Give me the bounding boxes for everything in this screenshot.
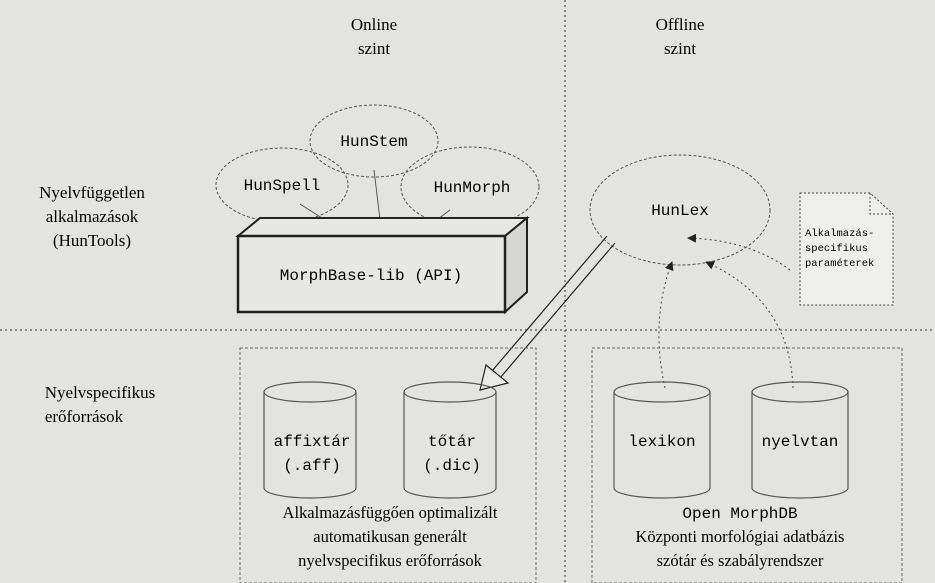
generated-caption-3: nyelvspecifikus erőforrások	[298, 551, 482, 570]
online-level-label-2: szint	[358, 39, 390, 58]
affix-database-ext: (.aff)	[283, 457, 341, 475]
generated-caption-1: Alkalmazásfüggően optimalizált	[283, 503, 498, 522]
generated-caption-2: automatikusan generált	[313, 527, 467, 546]
grammar-database-label: nyelvtan	[762, 433, 839, 451]
resources-row-label-2: erőforrások	[45, 407, 124, 426]
generated-resources-panel	[239, 347, 537, 583]
morphdb-panel	[591, 347, 903, 583]
grammar-to-hunlex-arrow	[705, 261, 794, 389]
dic-database-label: tőtár	[428, 433, 476, 451]
resources-row-label: Nyelvspecifikus	[45, 383, 155, 402]
document-label-1: Alkalmazás-	[805, 228, 874, 240]
params-to-hunlex-arrow	[687, 233, 791, 271]
hunlex-ellipse	[589, 154, 771, 266]
document-label-3: paraméterek	[805, 258, 874, 270]
lexicon-database-label: lexikon	[628, 433, 695, 451]
affix-database-cylinder	[263, 381, 357, 499]
lexicon-to-hunlex-arrow	[658, 261, 674, 389]
hunmorph-label: HunMorph	[434, 179, 511, 197]
lexicon-database-cylinder	[613, 381, 711, 499]
morphbase-label: MorphBase-lib (API)	[280, 267, 462, 285]
morphdb-title: Open MorphDB	[682, 505, 797, 523]
parameter-document	[799, 192, 894, 306]
morphdb-caption-2: Központi morfológiai adatbázis	[636, 527, 845, 546]
affix-database-label: affixtár	[274, 433, 351, 451]
morphdb-caption-3: szótár és szabályrendszer	[657, 551, 824, 570]
document-label-2: specifikus	[805, 243, 868, 255]
hunspell-label: HunSpell	[244, 177, 321, 195]
offline-level-label: Offline	[656, 15, 705, 34]
grammar-database-cylinder	[751, 381, 849, 499]
tools-row-label-2: alkalmazások	[46, 207, 139, 226]
tools-row-label: Nyelvfüggetlen	[39, 183, 145, 202]
offline-level-label-2: szint	[664, 39, 696, 58]
morphbase-box	[235, 215, 530, 315]
tools-row-label-3: (HunTools)	[53, 231, 131, 250]
dic-database-cylinder	[403, 381, 497, 499]
hunlex-label: HunLex	[651, 202, 709, 220]
hunstem-label: HunStem	[340, 133, 407, 151]
hunstem-ellipse	[309, 104, 439, 178]
dic-database-ext: (.dic)	[423, 457, 481, 475]
online-level-label: Online	[351, 15, 397, 34]
